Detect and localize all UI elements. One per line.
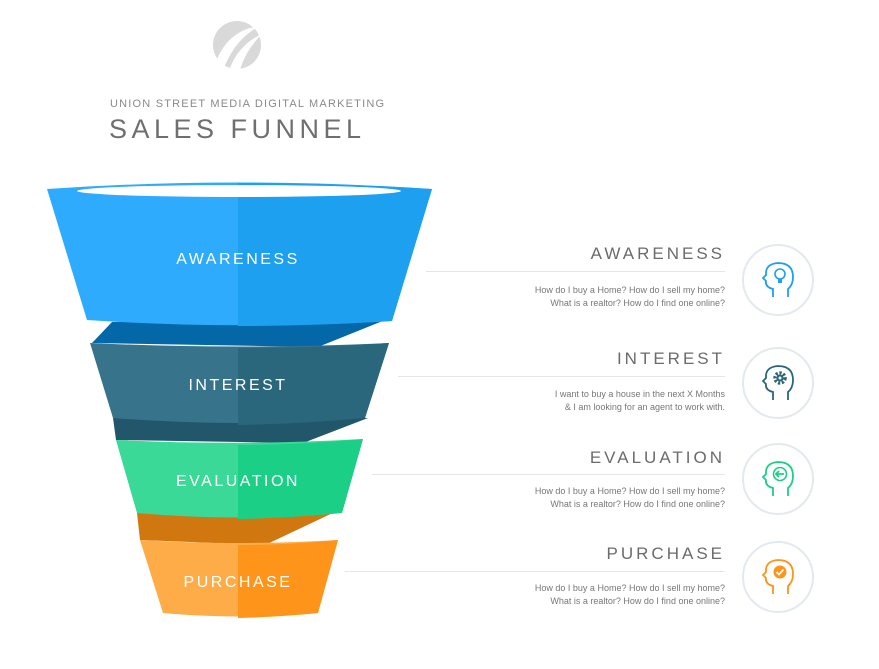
stage-title: EVALUATION	[589, 448, 725, 467]
divider	[372, 474, 725, 475]
stage-icon-circle	[742, 541, 814, 613]
head-arrow-icon	[761, 461, 794, 496]
stage-description: How do I buy a Home? How do I sell my ho…	[534, 285, 725, 308]
stage-description: How do I buy a Home? How do I sell my ho…	[534, 486, 725, 509]
funnel-connector	[92, 318, 390, 347]
funnel-label: AWARENESS	[176, 251, 300, 268]
funnel-segment-awareness[interactable]: AWARENESS	[47, 182, 432, 327]
funnel-label: EVALUATION	[176, 473, 300, 490]
stage-title: AWARENESS	[590, 244, 725, 263]
logo-icon	[213, 21, 262, 70]
funnel-connector	[137, 511, 337, 545]
head-gear-icon	[761, 365, 794, 400]
head-check-icon	[761, 559, 794, 594]
divider	[345, 571, 725, 572]
divider	[398, 376, 725, 377]
head-lightbulb-icon	[761, 262, 794, 297]
stage-title: INTEREST	[616, 349, 725, 368]
funnel-label: INTEREST	[188, 377, 287, 394]
funnel-connector	[113, 418, 368, 443]
header-subtitle: UNION STREET MEDIA DIGITAL MARKETING	[110, 98, 386, 110]
funnel-segment-interest[interactable]: INTEREST	[90, 343, 389, 425]
stage-description: I want to buy a house in the next X Mont…	[554, 389, 725, 412]
stage-icon-circle	[742, 244, 814, 316]
funnel-segment-evaluation[interactable]: EVALUATION	[116, 439, 363, 519]
stage-icon-circle	[742, 443, 814, 515]
stage-icon-circle	[742, 347, 814, 419]
stage-title: PURCHASE	[606, 544, 725, 563]
page-title: SALES FUNNEL	[109, 114, 366, 144]
stage-description: How do I buy a Home? How do I sell my ho…	[534, 583, 725, 606]
funnel-segment-purchase[interactable]: PURCHASE	[140, 540, 338, 618]
divider	[426, 271, 725, 272]
funnel-label: PURCHASE	[184, 574, 293, 591]
